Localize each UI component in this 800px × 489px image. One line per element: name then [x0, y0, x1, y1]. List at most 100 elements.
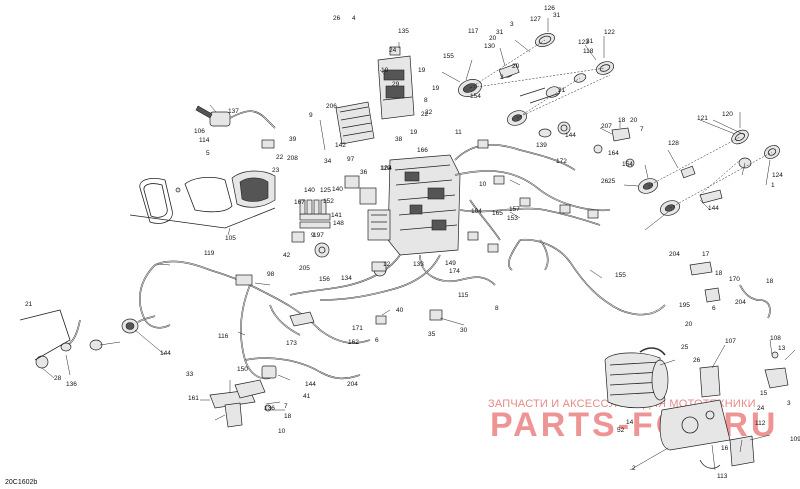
part-label: 21	[25, 301, 33, 308]
part-label: 205	[299, 265, 310, 272]
part-label: 140	[332, 186, 343, 193]
part-label: 18	[715, 270, 723, 277]
bracket-assembly	[209, 379, 272, 428]
part-label: 107	[725, 338, 736, 345]
leader-lines	[41, 18, 796, 471]
diagram-code: 20C1602b	[5, 479, 37, 486]
part-label: 171	[352, 325, 363, 332]
part-label: 105	[225, 235, 236, 242]
part-label: 26	[333, 15, 341, 22]
part-label: 116	[218, 333, 229, 340]
wire-harness-204	[139, 238, 666, 380]
part-label: 6	[712, 305, 716, 312]
part-label: 9	[311, 232, 315, 239]
connector-assembly-right	[593, 127, 780, 216]
part-label: 121	[697, 115, 708, 122]
part-label: 128	[668, 140, 679, 147]
part-label: 8	[495, 305, 499, 312]
part-label: 130	[484, 43, 495, 50]
part-label: 165	[492, 210, 503, 217]
part-label: 136	[66, 381, 77, 388]
part-label: 129	[380, 165, 391, 172]
part-label: 41	[303, 393, 311, 400]
part-label: 174	[449, 268, 460, 275]
part-label: 38	[395, 136, 403, 143]
part-label: 15	[760, 390, 768, 397]
part-label: 20	[630, 117, 638, 124]
part-label: 112	[755, 420, 766, 427]
part-label: 98	[267, 271, 275, 278]
part-label: 39	[289, 136, 297, 143]
part-label: 34	[324, 158, 332, 165]
part-label: 208	[287, 155, 298, 162]
part-label: 19	[418, 67, 426, 74]
part-label: 18	[766, 278, 774, 285]
part-label: 172	[556, 158, 567, 165]
part-label: 150	[237, 366, 248, 373]
part-label: 7	[640, 126, 644, 133]
part-label: 23	[272, 167, 280, 174]
part-label: 8	[424, 97, 428, 104]
part-label: 9	[309, 112, 313, 119]
part-label: 139	[536, 142, 547, 149]
part-label: 144	[708, 205, 719, 212]
part-label: 113	[717, 473, 728, 480]
part-label: 148	[333, 220, 344, 227]
part-label: 170	[729, 276, 740, 283]
part-label: 2	[632, 465, 636, 472]
watermark-brand: PARTS-FOX.RU	[490, 406, 778, 444]
part-label: 3	[510, 21, 514, 28]
part-label: 35	[428, 331, 436, 338]
part-label: 19	[432, 85, 440, 92]
instrument-cluster	[129, 170, 276, 229]
part-label: 109	[790, 436, 800, 443]
part-label: 115	[458, 292, 469, 299]
part-label: 10	[381, 67, 389, 74]
part-label: 18	[618, 117, 626, 124]
part-label: 153	[507, 215, 518, 222]
key-switch	[195, 105, 276, 149]
part-label: 120	[722, 111, 733, 118]
part-label: 6	[375, 337, 379, 344]
part-label: 33	[186, 371, 194, 378]
part-label: 114	[199, 137, 210, 144]
part-label: 30	[460, 327, 468, 334]
part-label: 133	[413, 261, 424, 268]
part-label: 126	[544, 5, 555, 12]
part-label: 122	[604, 29, 615, 36]
part-label: 18	[284, 413, 292, 420]
part-label: 1	[771, 182, 775, 189]
part-label: 134	[341, 275, 352, 282]
part-label: 19	[410, 129, 418, 136]
part-label: 31	[496, 29, 504, 36]
part-label: 7	[284, 403, 288, 410]
part-label: 166	[417, 147, 428, 154]
part-label: 140	[304, 187, 315, 194]
part-label: 135	[398, 28, 409, 35]
part-label: 144	[160, 350, 171, 357]
part-label: 10	[479, 181, 487, 188]
part-label: 118	[583, 48, 594, 55]
part-label: 164	[608, 150, 619, 157]
part-label: 119	[204, 250, 215, 257]
part-label: 136	[264, 405, 275, 412]
part-label: 125	[320, 187, 331, 194]
part-label: 157	[509, 206, 520, 213]
part-label: 52	[617, 427, 625, 434]
part-label: 3	[787, 400, 791, 407]
starter-assembly	[604, 261, 789, 469]
part-label: 156	[319, 276, 330, 283]
part-label: 149	[445, 260, 456, 267]
part-label: 10	[278, 428, 286, 435]
part-label: 22	[421, 111, 429, 118]
part-label: 36	[360, 169, 368, 176]
part-label: 16	[721, 445, 729, 452]
part-label: 204	[735, 299, 746, 306]
part-label: 31	[586, 38, 594, 45]
part-label: 142	[335, 142, 346, 149]
part-label: 155	[615, 272, 626, 279]
part-label: 144	[565, 132, 576, 139]
part-label: 4	[352, 15, 356, 22]
wire-harness-left	[235, 274, 371, 380]
part-label: 155	[443, 53, 454, 60]
